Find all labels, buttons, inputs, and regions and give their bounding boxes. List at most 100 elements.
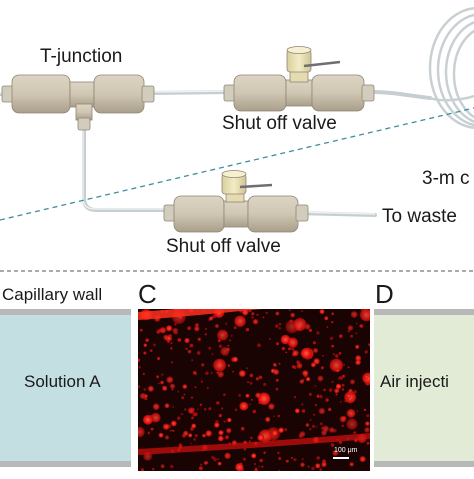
droplet xyxy=(346,408,356,418)
droplet xyxy=(315,426,318,428)
droplet xyxy=(275,324,279,328)
droplet xyxy=(269,338,271,340)
droplet xyxy=(321,461,327,468)
droplet xyxy=(232,356,238,362)
droplet xyxy=(285,351,288,354)
air-injection-panel xyxy=(374,309,474,467)
droplet xyxy=(262,316,265,319)
droplet xyxy=(143,343,148,348)
droplet xyxy=(331,312,335,316)
droplet xyxy=(275,378,279,382)
droplet xyxy=(287,337,298,348)
droplet xyxy=(190,442,193,445)
droplet xyxy=(257,343,261,348)
droplet xyxy=(229,339,231,342)
droplet xyxy=(363,408,367,411)
droplet xyxy=(338,440,343,445)
droplet xyxy=(249,373,254,378)
droplet xyxy=(184,337,190,344)
droplet xyxy=(332,353,335,356)
droplet xyxy=(258,375,263,380)
droplet xyxy=(140,468,145,471)
droplet xyxy=(350,311,358,318)
droplet xyxy=(248,440,251,443)
droplet xyxy=(147,385,154,392)
droplet xyxy=(288,309,291,312)
droplet xyxy=(199,466,203,471)
droplet xyxy=(225,435,229,440)
droplet xyxy=(294,408,300,414)
tubing-coil xyxy=(428,6,474,130)
droplet xyxy=(346,393,351,399)
droplet xyxy=(350,334,353,338)
droplet xyxy=(278,427,284,433)
droplet xyxy=(170,464,174,469)
solution-a-panel xyxy=(0,309,131,467)
droplet xyxy=(252,409,257,414)
droplet xyxy=(347,325,354,331)
droplet xyxy=(142,373,145,375)
droplet xyxy=(301,409,306,413)
droplet xyxy=(251,453,257,459)
droplet xyxy=(319,395,323,399)
droplet xyxy=(183,393,186,396)
droplet xyxy=(221,407,224,410)
droplet xyxy=(308,328,312,332)
droplet xyxy=(311,466,315,471)
droplet xyxy=(288,347,291,351)
droplet xyxy=(346,418,358,430)
droplet xyxy=(341,424,344,428)
coil-label: 3-m c xyxy=(422,168,470,189)
droplet xyxy=(158,432,164,438)
droplet xyxy=(169,334,172,337)
droplet xyxy=(251,312,255,316)
droplet xyxy=(298,434,303,438)
droplet xyxy=(226,428,232,434)
droplet xyxy=(216,401,220,405)
droplet xyxy=(181,396,185,400)
droplet xyxy=(314,385,317,387)
droplet xyxy=(157,357,160,360)
dashed-divider xyxy=(0,107,474,221)
droplet xyxy=(331,344,335,348)
droplet xyxy=(245,327,250,332)
droplet xyxy=(315,463,321,469)
droplet xyxy=(160,464,165,469)
droplet xyxy=(205,371,209,375)
droplet xyxy=(223,420,226,423)
droplet xyxy=(242,322,245,325)
droplet xyxy=(315,404,318,407)
droplet xyxy=(194,386,197,389)
droplet xyxy=(194,434,198,438)
air-injection-label: Air injecti xyxy=(380,372,449,391)
droplet xyxy=(184,408,187,411)
droplet xyxy=(293,349,295,352)
droplet xyxy=(313,358,320,365)
droplet xyxy=(162,423,170,430)
to-waste-label: To waste xyxy=(382,206,457,227)
droplet xyxy=(334,388,340,394)
droplet xyxy=(335,354,339,358)
droplet xyxy=(278,362,281,365)
droplet xyxy=(138,426,145,438)
droplet xyxy=(140,429,143,431)
droplet xyxy=(253,462,256,466)
droplet xyxy=(319,422,323,426)
droplet xyxy=(195,323,199,327)
droplet xyxy=(169,430,172,432)
droplet xyxy=(255,377,260,381)
droplet xyxy=(196,408,199,411)
droplet xyxy=(145,338,150,343)
droplet xyxy=(152,468,155,471)
droplet xyxy=(366,414,370,418)
droplet xyxy=(355,344,360,349)
droplet xyxy=(255,392,261,399)
droplet xyxy=(278,322,282,326)
droplet xyxy=(197,337,202,342)
droplet xyxy=(187,326,192,331)
droplet xyxy=(227,417,232,423)
droplet xyxy=(338,352,342,355)
droplet xyxy=(199,403,202,406)
droplet xyxy=(185,347,188,350)
